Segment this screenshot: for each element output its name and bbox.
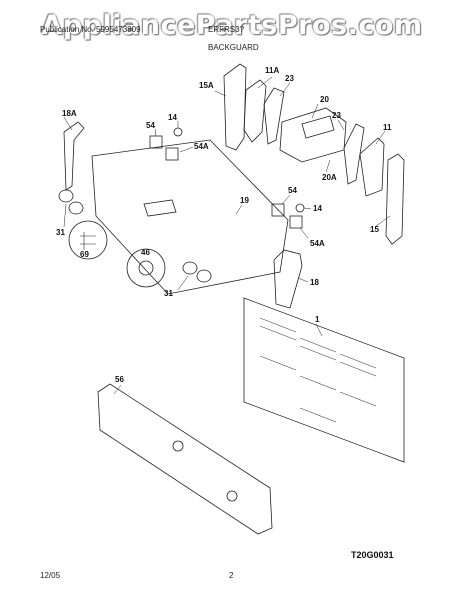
callout-54A-right: 54A	[310, 239, 325, 248]
part-15A-bracket	[223, 63, 247, 151]
callout-19: 19	[240, 196, 249, 205]
part-31-knob-b	[68, 201, 84, 215]
part-31-knob-d	[196, 269, 212, 283]
callout-1: 1	[315, 315, 320, 324]
part-1-vents	[259, 317, 377, 423]
part-1-rear-panel	[243, 297, 405, 463]
part-56-hole-a	[172, 440, 184, 452]
part-18A-end-cap	[63, 121, 85, 191]
watermark: AppliancePartsPros.com	[41, 10, 423, 41]
part-23b-clip	[343, 123, 365, 185]
part-20-display	[301, 115, 335, 139]
callout-18A: 18A	[62, 109, 77, 118]
callout-54-top: 54	[146, 121, 155, 130]
publication-label: Publication No. 5995473809	[40, 25, 141, 34]
part-46-inset	[126, 248, 166, 288]
callout-54A-top: 54A	[194, 142, 209, 151]
part-11-bracket	[359, 137, 385, 197]
part-56-hole-b	[226, 490, 238, 502]
part-56-backing-plate	[97, 383, 273, 535]
part-11A-bracket	[243, 79, 267, 143]
part-15-bracket	[385, 153, 405, 245]
callout-14-right: 14	[313, 204, 322, 213]
part-54A-switch-b	[289, 215, 303, 229]
callout-20: 20	[320, 95, 329, 104]
callout-31-left: 31	[56, 228, 65, 237]
section-title: BACKGUARD	[208, 43, 259, 52]
footer-page-number: 2	[229, 571, 234, 580]
part-18-end-cap	[273, 249, 303, 309]
part-14-knob-b	[295, 203, 305, 213]
callout-18: 18	[310, 278, 319, 287]
part-54-switch-b	[271, 203, 285, 217]
callout-11A: 11A	[265, 66, 279, 75]
callout-11: 11	[383, 123, 392, 132]
part-31-knob-a	[58, 189, 74, 203]
part-54-switch-a	[149, 135, 163, 149]
callout-31-bottom: 31	[164, 289, 173, 298]
part-23-clip	[263, 87, 285, 145]
part-69-inset	[68, 220, 108, 260]
part-14-knob-a	[173, 127, 183, 137]
callout-46: 46	[141, 248, 150, 257]
callout-23-right: 23	[332, 111, 341, 120]
callout-14-top: 14	[168, 113, 177, 122]
callout-69: 69	[80, 250, 89, 259]
callout-15A: 15A	[199, 81, 214, 90]
part-54A-switch-a	[165, 147, 179, 161]
diagram-code: T20G0031	[351, 550, 394, 560]
callout-20A: 20A	[322, 173, 337, 182]
part-31-knob-c	[182, 261, 198, 275]
footer-date: 12/05	[40, 571, 61, 580]
callout-23-top: 23	[285, 74, 294, 83]
callout-54-right: 54	[288, 186, 297, 195]
model-label: ERFRS3?	[208, 25, 245, 34]
part-19-window	[143, 199, 177, 217]
callout-15: 15	[370, 225, 379, 234]
part-19-backguard-panel	[91, 139, 289, 295]
callout-56: 56	[115, 375, 124, 384]
